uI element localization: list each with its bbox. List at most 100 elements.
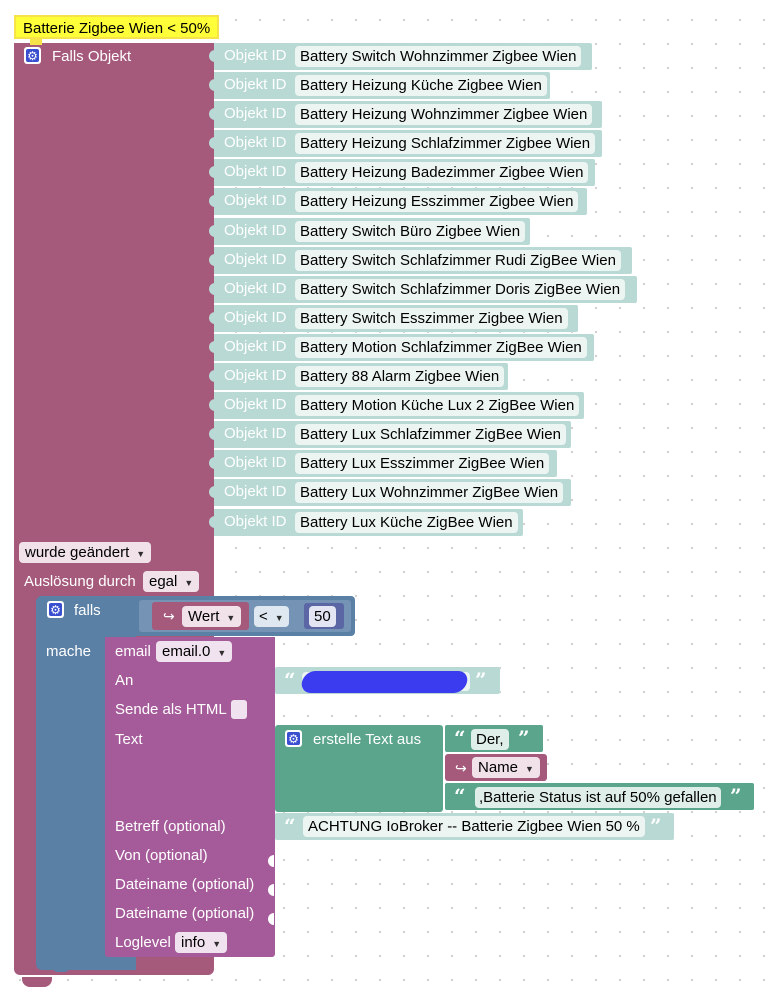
block-connector	[209, 195, 217, 207]
open-quote-icon: “	[284, 668, 296, 692]
object-id-block[interactable]: Objekt ID Battery Lux Schlafzimmer ZigBee…	[209, 421, 571, 448]
change-dropdown-label: wurde geändert	[25, 544, 130, 561]
text-join-block[interactable]	[275, 725, 443, 812]
object-id-block[interactable]: Objekt ID Battery 88 Alarm Zigbee Wien	[209, 363, 508, 390]
gear-icon[interactable]: ⚙	[47, 601, 64, 618]
wert-dropdown[interactable]: Wert▼	[182, 606, 242, 627]
chevron-down-icon: ▼	[525, 764, 534, 774]
block-connector	[209, 225, 217, 237]
close-quote-icon: ”	[730, 784, 742, 808]
object-id-value[interactable]: Battery Lux Esszimmer ZigBee Wien	[295, 453, 550, 474]
object-id-block[interactable]: Objekt ID Battery Motion Küche Lux 2 ZigB…	[209, 392, 584, 419]
object-id-value[interactable]: Battery Lux Schlafzimmer ZigBee Wien	[295, 424, 566, 445]
socket	[268, 855, 274, 867]
chevron-down-icon: ▼	[212, 939, 222, 949]
email-label: email	[115, 643, 151, 660]
object-id-label: Objekt ID	[224, 76, 287, 93]
block-comment[interactable]: Batterie Zigbee Wien < 50%	[14, 15, 220, 39]
object-id-label: Objekt ID	[224, 309, 287, 326]
block-connector	[209, 516, 217, 528]
socket	[268, 913, 274, 925]
object-id-label: Objekt ID	[224, 425, 287, 442]
chevron-down-icon: ▼	[274, 613, 284, 623]
object-id-block[interactable]: Objekt ID Battery Lux Küche ZigBee Wien	[209, 509, 523, 536]
block-connector	[209, 312, 217, 324]
change-dropdown[interactable]: wurde geändert▼	[19, 542, 152, 563]
object-id-value[interactable]: Battery Switch Wohnzimmer Zigbee Wien	[295, 46, 582, 67]
operator-label: <	[259, 608, 268, 625]
text-part-1[interactable]: Der,	[471, 729, 509, 750]
open-quote-icon: “	[454, 784, 466, 808]
object-id-value[interactable]: Battery Heizung Küche Zigbee Wien	[295, 75, 547, 96]
object-id-label: Objekt ID	[224, 513, 287, 530]
object-id-value[interactable]: Battery Switch Schlafzimmer Rudi ZigBee …	[295, 250, 621, 271]
redaction-scribble	[299, 671, 470, 693]
object-id-block[interactable]: Objekt ID Battery Switch Büro Zigbee Wien	[209, 218, 530, 245]
email-instance-dropdown[interactable]: email.0▼	[156, 641, 233, 662]
object-id-value[interactable]: Battery Lux Wohnzimmer ZigBee Wien	[295, 482, 564, 503]
block-connector	[209, 166, 217, 178]
close-quote-icon: ”	[650, 814, 662, 838]
object-id-label: Objekt ID	[224, 367, 287, 384]
object-id-value[interactable]: Battery Switch Büro Zigbee Wien	[295, 221, 526, 242]
trigger-label: Falls Objekt	[52, 48, 132, 65]
number-value[interactable]: 50	[309, 606, 336, 627]
open-quote-icon: “	[284, 814, 296, 838]
comment-connector	[30, 37, 42, 45]
object-id-label: Objekt ID	[224, 338, 287, 355]
ausloesung-label: Auslösung durch	[24, 573, 136, 590]
arrow-icon: ↪	[455, 760, 467, 776]
subject-value[interactable]: ACHTUNG IoBroker -- Batterie Zigbee Wien…	[303, 816, 645, 837]
html-checkbox[interactable]	[231, 700, 247, 719]
name-label: Name	[478, 759, 519, 776]
object-id-label: Objekt ID	[224, 105, 287, 122]
mache-label: mache	[46, 643, 92, 660]
object-id-value[interactable]: Battery Motion Schlafzimmer ZigBee Wien	[295, 337, 587, 358]
an-label: An	[115, 672, 134, 689]
object-id-block[interactable]: Objekt ID Battery Heizung Küche Zigbee Wi…	[209, 72, 550, 99]
ausloesung-dropdown-label: egal	[149, 573, 178, 590]
gear-icon[interactable]: ⚙	[24, 47, 41, 64]
block-connector	[209, 428, 217, 440]
object-id-value[interactable]: Battery Heizung Wohnzimmer Zigbee Wien	[295, 104, 593, 125]
object-id-value[interactable]: Battery Motion Küche Lux 2 ZigBee Wien	[295, 395, 580, 416]
object-id-value[interactable]: Battery Heizung Badezimmer Zigbee Wien	[295, 162, 589, 183]
object-id-block[interactable]: Objekt ID Battery Heizung Wohnzimmer Zigb…	[209, 101, 602, 128]
object-id-value[interactable]: Battery 88 Alarm Zigbee Wien	[295, 366, 505, 387]
text-part-3[interactable]: ,Batterie Status ist auf 50% gefallen	[475, 787, 721, 808]
block-connector	[209, 108, 217, 120]
chevron-down-icon: ▼	[226, 613, 236, 623]
object-id-value[interactable]: Battery Switch Esszimmer Zigbee Wien	[295, 308, 568, 329]
html-label: Sende als HTML	[115, 701, 227, 718]
block-connector	[209, 486, 217, 498]
open-quote-icon: “	[454, 726, 466, 750]
loglevel-dropdown[interactable]: info▼	[175, 932, 228, 953]
operator-dropdown[interactable]: <▼	[254, 606, 289, 627]
name-dropdown[interactable]: Name ▼	[472, 757, 540, 778]
object-id-label: Objekt ID	[224, 222, 287, 239]
object-id-value[interactable]: Battery Switch Schlafzimmer Doris ZigBee…	[295, 279, 626, 300]
betreff-label: Betreff (optional)	[115, 818, 226, 835]
gear-icon[interactable]: ⚙	[285, 730, 302, 747]
object-id-value[interactable]: Battery Heizung Schlafzimmer Zigbee Wien	[295, 133, 596, 154]
block-connector	[209, 370, 217, 382]
object-id-block[interactable]: Objekt ID Battery Motion Schlafzimmer Zig…	[209, 334, 594, 361]
if-bottom-shelf	[52, 962, 70, 972]
block-connector	[209, 399, 217, 411]
object-id-label: Objekt ID	[224, 396, 287, 413]
object-id-value[interactable]: Battery Heizung Esszimmer Zigbee Wien	[295, 191, 579, 212]
block-connector	[209, 283, 217, 295]
ausloesung-dropdown[interactable]: egal▼	[143, 571, 200, 592]
block-connector	[209, 79, 217, 91]
object-id-value[interactable]: Battery Lux Küche ZigBee Wien	[295, 512, 518, 533]
text-label: Text	[115, 731, 143, 748]
object-id-block[interactable]: Objekt ID Battery Switch Esszimmer Zigbee…	[209, 305, 578, 332]
